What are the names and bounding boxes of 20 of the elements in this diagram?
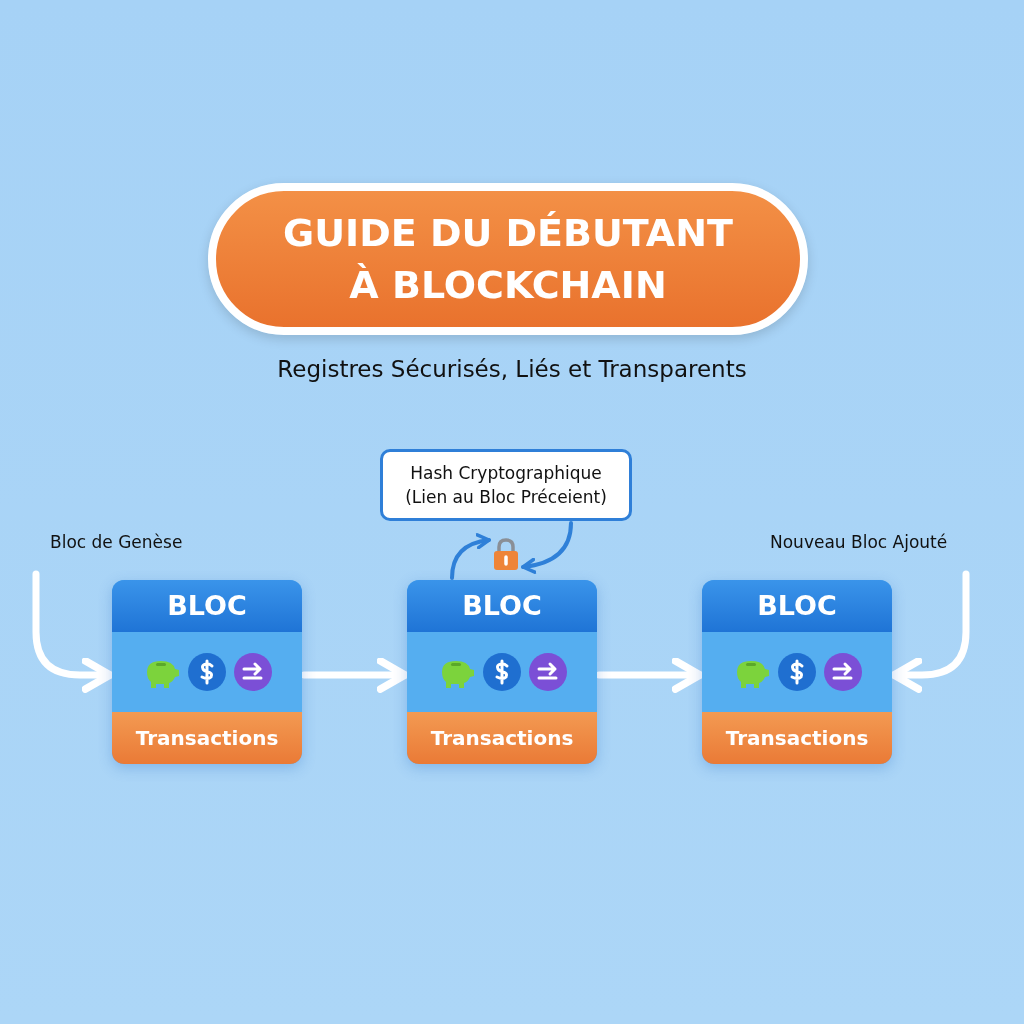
arrow <box>450 533 491 580</box>
transactions-bar: Transactions <box>702 712 892 764</box>
block-header: BLOC <box>407 580 597 632</box>
block-header: BLOC <box>702 580 892 632</box>
end-label: Nouveau Bloc Ajouté <box>770 532 948 552</box>
subtitle: Registres Sécurisés, Liés et Transparents <box>276 356 748 382</box>
arrow <box>521 521 573 574</box>
arrow <box>300 657 409 693</box>
transactions-bar: Transactions <box>407 712 597 764</box>
transactions-bar: Transactions <box>112 712 302 764</box>
block-header: BLOC <box>112 580 302 632</box>
block-card <box>112 580 302 764</box>
arrow <box>890 570 970 693</box>
block-card <box>702 580 892 764</box>
block-card <box>407 580 597 764</box>
hash-callout: Hash Cryptographique (Lien au Bloc Préceient) <box>380 449 632 521</box>
title-banner: GUIDE DU DÉBUTANT À BLOCKCHAIN <box>208 183 808 335</box>
arrow <box>595 657 704 693</box>
arrow <box>32 570 114 693</box>
start-label: Bloc de Genèse <box>50 532 183 552</box>
